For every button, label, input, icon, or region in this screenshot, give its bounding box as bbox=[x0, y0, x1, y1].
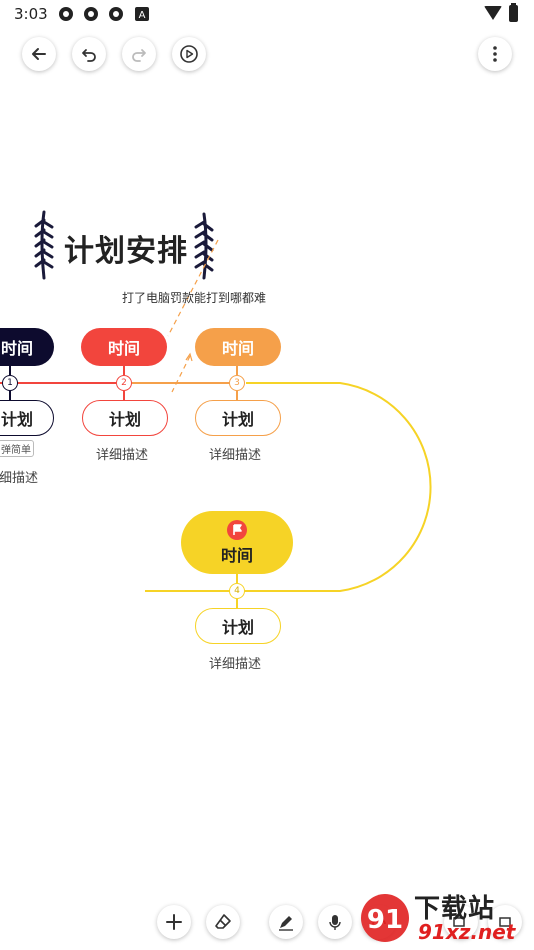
timeline-node-plan-1[interactable]: 计划 bbox=[0, 400, 54, 436]
eraser-icon bbox=[215, 914, 231, 929]
annotation-note[interactable]: 打了电脑罚款能打到哪都难 bbox=[122, 291, 267, 305]
redo-icon bbox=[132, 49, 146, 62]
node-number-4: 4 bbox=[229, 583, 245, 599]
pen-button[interactable] bbox=[269, 905, 303, 939]
mindmap-title[interactable]: 计划安排 bbox=[64, 234, 188, 269]
undo-button[interactable] bbox=[72, 37, 106, 71]
redo-button[interactable] bbox=[122, 37, 156, 71]
undo-icon bbox=[82, 49, 96, 62]
node-plan-label: 计划 bbox=[108, 410, 141, 429]
svg-text:91: 91 bbox=[367, 905, 403, 935]
node-desc-1[interactable]: 详细描述 bbox=[0, 471, 39, 486]
timeline-node-plan-2[interactable]: 计划 bbox=[82, 400, 168, 436]
timeline-node-time-1[interactable]: 时间 bbox=[0, 328, 54, 366]
play-button[interactable] bbox=[172, 37, 206, 71]
watermark-logo: 91 bbox=[361, 894, 409, 942]
eraser-button[interactable] bbox=[206, 905, 240, 939]
app-icon bbox=[109, 7, 123, 21]
shape-button[interactable] bbox=[444, 905, 478, 939]
watermark-url: 91xz.net bbox=[418, 920, 516, 944]
play-icon bbox=[180, 45, 198, 63]
back-arrow-icon bbox=[32, 48, 46, 60]
battery-charging-icon bbox=[509, 3, 518, 22]
watermark-text: 下载站 bbox=[414, 894, 496, 924]
node-time-label: 时间 bbox=[221, 339, 254, 358]
watermark: 91 下载站 91xz.net bbox=[358, 888, 530, 948]
pen-icon bbox=[279, 916, 293, 931]
node-time-label: 时间 bbox=[0, 339, 33, 358]
node-desc-2[interactable]: 详细描述 bbox=[96, 448, 149, 463]
shape-icon bbox=[453, 917, 465, 927]
node-desc-4[interactable]: 详细描述 bbox=[209, 657, 262, 672]
node-number-3: 3 bbox=[229, 375, 245, 391]
node-plan-label: 计划 bbox=[0, 410, 33, 429]
app-icon bbox=[59, 7, 73, 21]
node-number-1: 1 bbox=[2, 375, 18, 391]
shape-icon bbox=[499, 917, 511, 927]
node-time-label: 时间 bbox=[107, 339, 140, 358]
microphone-button[interactable] bbox=[318, 905, 352, 939]
timeline-node-time-2[interactable]: 时间 bbox=[81, 328, 167, 366]
app-icon bbox=[84, 7, 98, 21]
wifi-icon bbox=[484, 6, 502, 20]
timeline-node-time-3[interactable]: 时间 bbox=[195, 328, 281, 366]
laurel-right-icon bbox=[194, 212, 214, 280]
node-desc-3[interactable]: 详细描述 bbox=[209, 448, 262, 463]
flag-icon bbox=[227, 519, 247, 540]
node-number-2: 2 bbox=[116, 375, 132, 391]
node-plan-label: 计划 bbox=[221, 410, 254, 429]
more-button[interactable] bbox=[478, 37, 512, 71]
status-time: 3:03 bbox=[14, 5, 48, 23]
node-plan-label: 计划 bbox=[221, 618, 254, 637]
microphone-icon bbox=[329, 915, 341, 930]
timeline-node-time-4[interactable]: 时间 bbox=[181, 511, 293, 574]
more-vertical-icon bbox=[493, 46, 497, 62]
status-bar: 3:03 A bbox=[0, 0, 534, 28]
timeline-node-plan-4[interactable]: 计划 bbox=[195, 608, 281, 644]
svg-text:A: A bbox=[139, 10, 146, 21]
node-tag[interactable]: 弹简单 bbox=[0, 440, 34, 457]
timeline-node-plan-3[interactable]: 计划 bbox=[195, 400, 281, 436]
plus-icon bbox=[166, 914, 182, 930]
back-button[interactable] bbox=[22, 37, 56, 71]
add-button[interactable] bbox=[157, 905, 191, 939]
laurel-left-icon bbox=[34, 210, 54, 280]
shape-button[interactable] bbox=[488, 905, 522, 939]
a-icon: A bbox=[135, 7, 149, 21]
node-time-label: 时间 bbox=[220, 545, 253, 565]
